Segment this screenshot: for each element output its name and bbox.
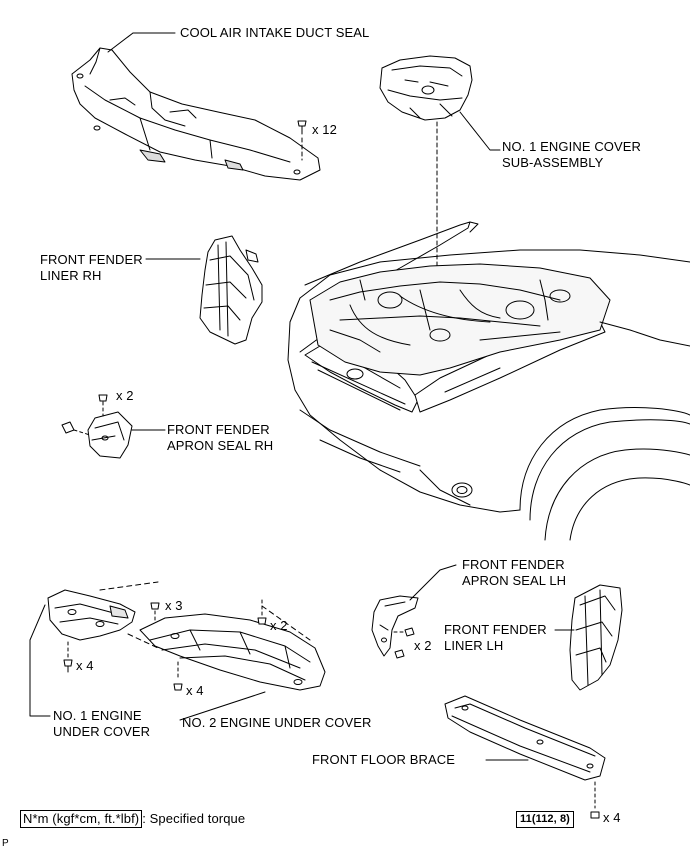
torque-legend: N*m (kgf*cm, ft.*lbf): Specified torque <box>20 810 245 828</box>
qty-under-cover-x3: x 3 <box>165 598 183 613</box>
label-engine-cover-line1: NO. 1 ENGINE COVER <box>502 139 642 154</box>
qty-apron-rh-x2: x 2 <box>116 388 134 403</box>
torque-legend-text: : Specified torque <box>142 811 246 826</box>
leader-under-cover-1 <box>29 604 51 717</box>
torque-value-box: 11(112, 8) <box>516 811 574 828</box>
torque-unit-box: N*m (kgf*cm, ft.*lbf) <box>20 810 143 828</box>
qty-floor-brace-x4: x 4 <box>603 810 621 825</box>
apron-seal-rh-part <box>61 394 133 459</box>
label-fender-liner-lh-line2: LINER LH <box>444 638 504 653</box>
qty-under-cover-2-x4: x 4 <box>186 683 204 698</box>
fender-liner-lh-part <box>569 584 623 691</box>
leader-apron-seal-lh <box>409 564 457 601</box>
label-apron-seal-rh-line2: APRON SEAL RH <box>167 438 274 453</box>
label-under-cover-1-line1: NO. 1 ENGINE <box>53 708 142 723</box>
label-fender-liner-rh-line1: FRONT FENDER <box>40 252 143 267</box>
label-fender-liner-rh-line2: LINER RH <box>40 268 102 283</box>
front-floor-brace-part <box>444 695 606 819</box>
label-apron-seal-rh-line1: FRONT FENDER <box>167 422 270 437</box>
engine-under-cover-1-part <box>47 581 160 673</box>
cool-air-intake-duct-seal-part <box>71 47 321 181</box>
label-under-cover-2: NO. 2 ENGINE UNDER COVER <box>182 715 372 730</box>
label-apron-seal-lh-line1: FRONT FENDER <box>462 557 565 572</box>
qty-under-cover-2-x2: x 2 <box>270 618 288 633</box>
leader-under-cover-2 <box>179 691 266 721</box>
label-apron-seal-lh-line2: APRON SEAL LH <box>462 573 567 588</box>
clip-fastener <box>297 120 307 161</box>
label-cool-air-intake-duct-seal: COOL AIR INTAKE DUCT SEAL <box>180 25 370 40</box>
corner-mark: P <box>2 838 9 849</box>
qty-apron-lh-x2: x 2 <box>414 638 432 653</box>
qty-clip-x12: x 12 <box>312 122 337 137</box>
label-under-cover-1-line2: UNDER COVER <box>53 724 151 739</box>
label-front-floor-brace: FRONT FLOOR BRACE <box>312 752 456 767</box>
leader-cool-air-seal-tail <box>107 32 134 53</box>
label-engine-cover-line2: SUB-ASSEMBLY <box>502 155 604 170</box>
engine-cover-part <box>379 55 473 121</box>
leader-engine-cover <box>459 111 501 151</box>
apron-seal-lh-part <box>371 595 419 659</box>
vehicle-front-view <box>287 221 690 541</box>
fender-liner-rh-part <box>199 235 263 345</box>
qty-under-cover-1-x4: x 4 <box>76 658 94 673</box>
label-fender-liner-lh-line1: FRONT FENDER <box>444 622 547 637</box>
engine-under-cover-2-part <box>139 599 326 691</box>
